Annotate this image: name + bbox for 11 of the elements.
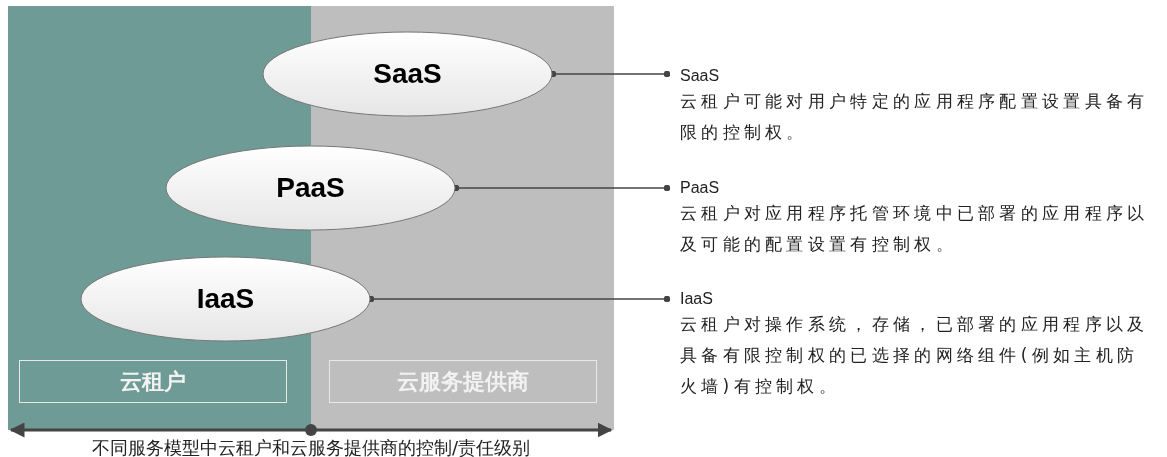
axis-caption: 不同服务模型中云租户和云服务提供商的控制/责任级别 — [91, 437, 531, 457]
service-ellipse: PaaS — [165, 145, 456, 231]
description-text: 云租户对操作系统，存储，已部署的应用程序以及具备有限控制权的已选择的网络组件(例如主机防火墙)有控制权。 — [680, 313, 1150, 398]
service-ellipse: SaaS — [262, 31, 553, 117]
service-heading: SaaS — [680, 66, 721, 86]
service-heading: IaaS — [680, 289, 714, 309]
description-text: 云租户可能对用户特定的应用程序配置设置具备有限的控制权。 — [680, 90, 1150, 144]
service-ellipse: IaaS — [80, 256, 371, 342]
label-box: 云租户 — [19, 360, 287, 403]
description-text: 云租户对应用程序托管环境中已部署的应用程序以及可能的配置设置有控制权。 — [680, 202, 1150, 256]
service-heading: PaaS — [680, 178, 721, 198]
